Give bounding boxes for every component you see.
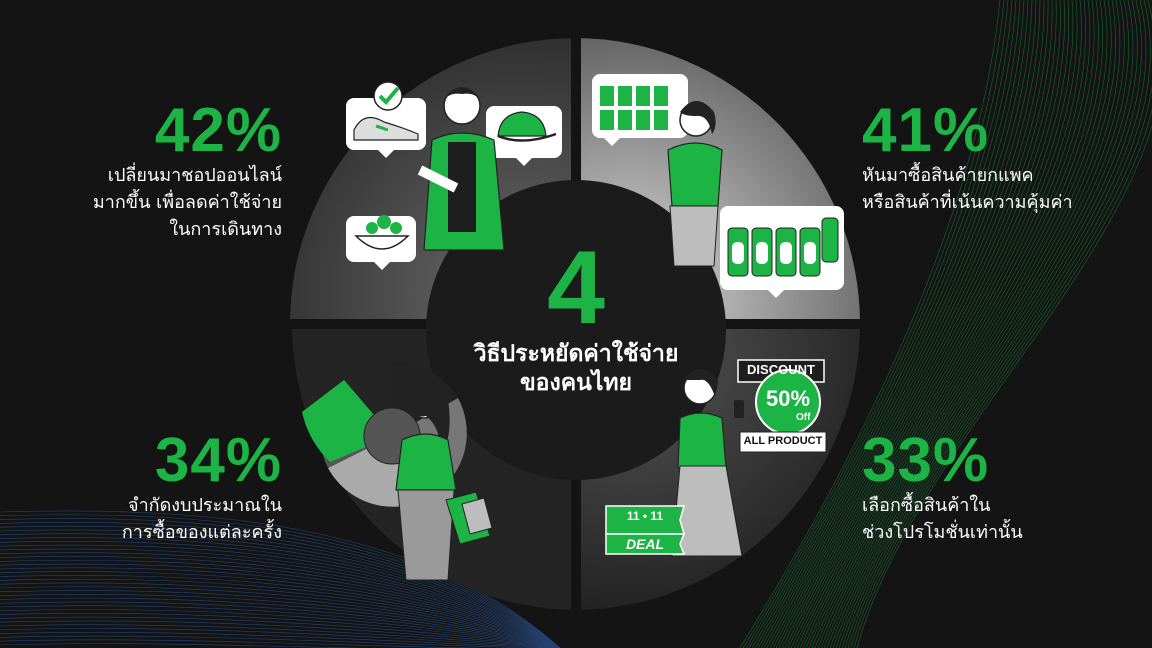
stat-description: เปลี่ยนมาชอปออนไลน์ มากขึ้น เพื่อลดค่าใช… bbox=[60, 162, 282, 243]
stat-description: จำกัดงบประมาณใน การซื้อของแต่ละครั้ง bbox=[60, 492, 282, 546]
cap-icon bbox=[486, 106, 562, 166]
stat-line: การซื้อของแต่ละครั้ง bbox=[121, 522, 282, 543]
shopping-bags-icon bbox=[445, 491, 493, 545]
stat-description: เลือกซื้อสินค้าใน ช่วงโปรโมชั่นเท่านั้น bbox=[862, 492, 1122, 546]
discount-label: DISCOUNT bbox=[747, 362, 815, 377]
stat-line: เปลี่ยนมาชอปออนไลน์ bbox=[107, 165, 282, 186]
stat-line: หรือสินค้าที่เน้นความคุ้มค่า bbox=[862, 192, 1073, 213]
discount-off: Off bbox=[796, 412, 811, 423]
deal-banner bbox=[605, 505, 686, 555]
center-number: 4 bbox=[547, 230, 605, 346]
salad-bowl-icon bbox=[346, 215, 416, 270]
stat-online-shopping: 42% เปลี่ยนมาชอปออนไลน์ มากขึ้น เพื่อลดค… bbox=[60, 100, 282, 243]
promo-shopper bbox=[671, 369, 743, 557]
stat-line: เลือกซื้อสินค้าใน bbox=[862, 495, 991, 516]
check-icon bbox=[373, 81, 403, 111]
center-circle bbox=[426, 180, 726, 480]
man-figure bbox=[417, 87, 505, 251]
stat-promotion-only: 33% เลือกซื้อสินค้าใน ช่วงโปรโมชั่นเท่าน… bbox=[862, 430, 1122, 546]
woman-with-bags bbox=[395, 383, 457, 581]
stat-percent: 41% bbox=[862, 96, 990, 165]
center-title-line2: ของคนไทย bbox=[519, 370, 633, 396]
stat-line: จำกัดงบประมาณใน bbox=[128, 495, 282, 516]
stat-percent: 42% bbox=[154, 96, 282, 165]
all-product-label: ALL PRODUCT bbox=[743, 435, 823, 447]
sneaker-icon bbox=[346, 98, 426, 158]
stat-line: มากขึ้น เพื่อลดค่าใช้จ่าย bbox=[92, 192, 282, 213]
center-title-line1: วิธีประหยัดค่าใช้จ่าย bbox=[473, 341, 679, 367]
stat-budget-limit: 34% จำกัดงบประมาณใน การซื้อของแต่ละครั้ง bbox=[60, 430, 282, 546]
stat-percent: 33% bbox=[862, 426, 990, 495]
stat-percent: 34% bbox=[154, 426, 282, 495]
center-title: วิธีประหยัดค่าใช้จ่าย ของคนไทย bbox=[430, 340, 722, 398]
discount-badge bbox=[737, 359, 827, 453]
woman-with-phone bbox=[667, 101, 723, 267]
stat-line: ในการเดินทาง bbox=[169, 219, 282, 240]
milk-cartons-icon bbox=[592, 74, 688, 146]
stat-line: หันมาซื้อสินค้ายกแพค bbox=[862, 165, 1034, 186]
bottles-icon bbox=[720, 206, 844, 298]
deal-label: DEAL bbox=[625, 536, 665, 552]
deal-date: 11 • 11 bbox=[626, 509, 664, 523]
stat-bulk-buying: 41% หันมาซื้อสินค้ายกแพค หรือสินค้าที่เน… bbox=[862, 100, 1122, 216]
discount-value: 50% bbox=[765, 386, 811, 411]
stat-line: ช่วงโปรโมชั่นเท่านั้น bbox=[862, 522, 1023, 543]
phone-icon bbox=[734, 400, 744, 418]
stat-description: หันมาซื้อสินค้ายกแพค หรือสินค้าที่เน้นคว… bbox=[862, 162, 1122, 216]
